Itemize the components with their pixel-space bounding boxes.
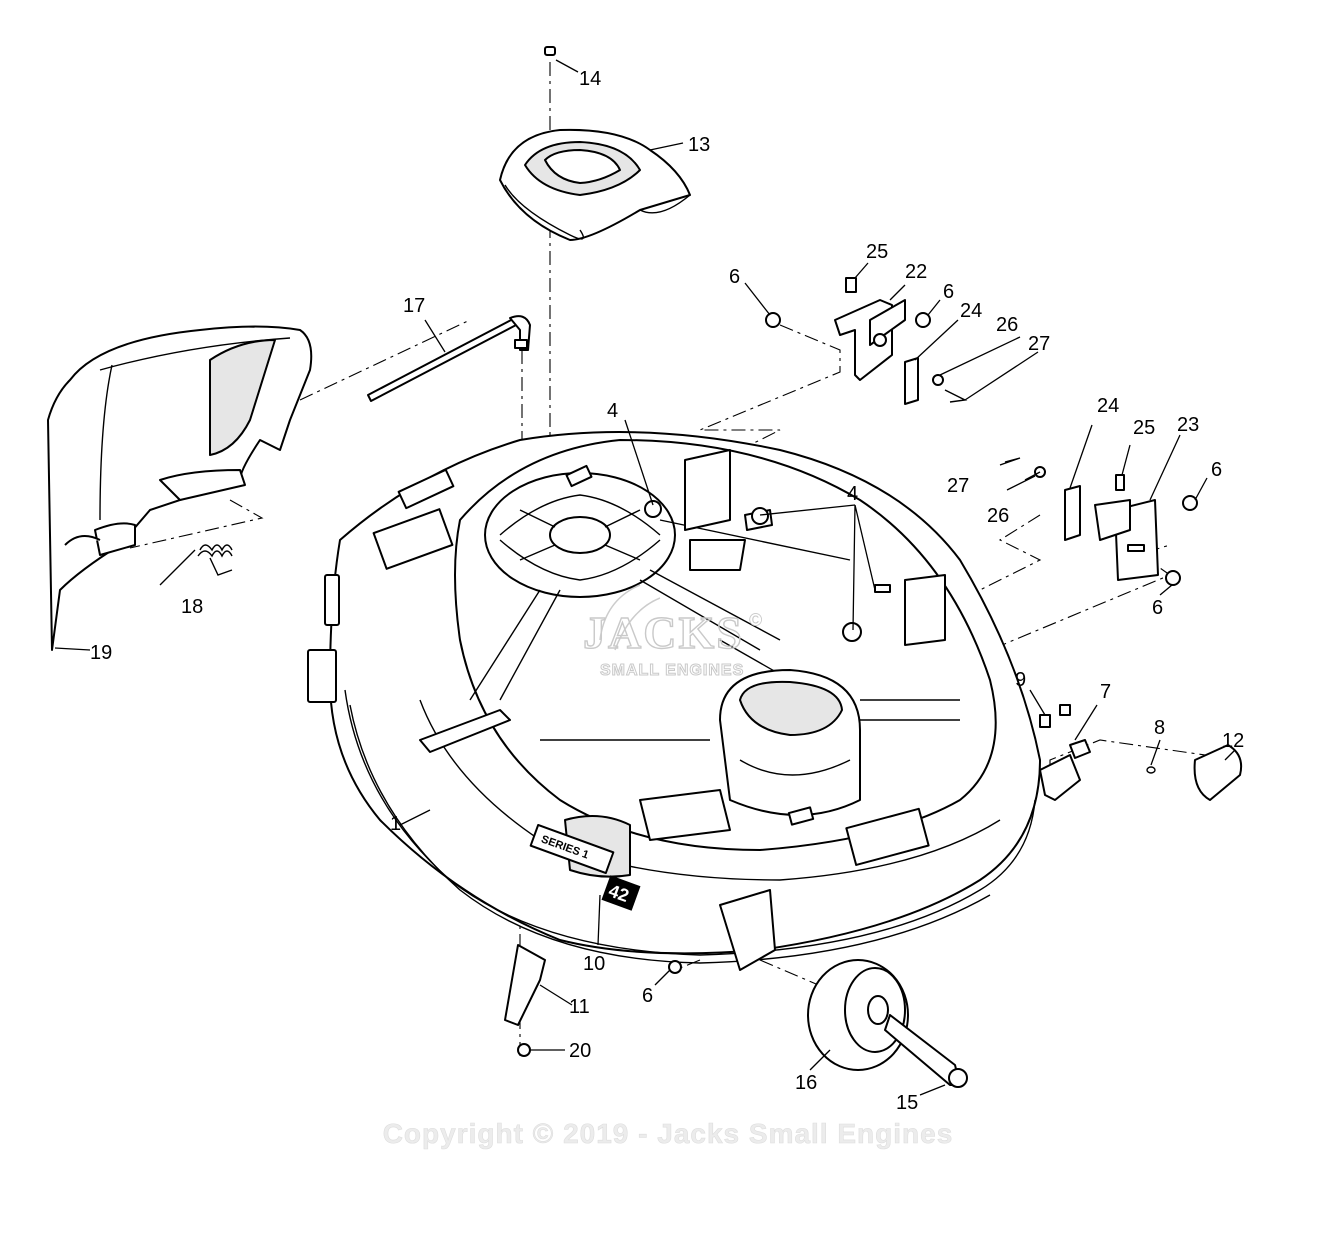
callout-26-b: 26: [987, 505, 1009, 527]
warning-decals: [372, 464, 930, 866]
callout-7: 7: [1100, 681, 1111, 703]
nut-6-front: [668, 960, 682, 974]
right-spindle-shroud: [719, 669, 861, 816]
callout-8: 8: [1154, 717, 1165, 739]
callout-24-a: 24: [960, 300, 982, 322]
callout-20: 20: [569, 1040, 591, 1062]
callout-19: 19: [90, 642, 112, 664]
callout-25-b: 25: [1133, 417, 1155, 439]
callout-27-b: 27: [947, 475, 969, 497]
chute-rod: [367, 315, 531, 402]
callout-26-a: 26: [996, 314, 1018, 336]
deck-series-label: SERIES 1 42: [529, 823, 641, 911]
callout-13: 13: [688, 134, 710, 156]
left-deck-hanger: [765, 277, 968, 405]
callout-11: 11: [569, 996, 590, 1018]
deck-wash-port: [1039, 704, 1243, 801]
callout-22: 22: [905, 261, 927, 283]
leader-lines: [54, 59, 1236, 1096]
watermark-flame-icon: [599, 584, 661, 651]
callout-6-d: 6: [1152, 597, 1163, 619]
callout-6-a: 6: [729, 266, 740, 288]
watermark-copyright-mark: ©: [749, 610, 762, 630]
callout-1: 1: [390, 813, 401, 835]
callout-23: 23: [1177, 414, 1199, 436]
callout-16: 16: [795, 1072, 817, 1094]
left-spindle-hub: [484, 472, 676, 598]
callout-27-a: 27: [1028, 333, 1050, 355]
gauge-wheel: [807, 959, 968, 1088]
mower-deck: SERIES 1 42: [307, 431, 1041, 971]
copyright-notice: Copyright © 2019 - Jacks Small Engines: [383, 1118, 954, 1149]
watermark: JACKS SMALL ENGINES ©: [582, 584, 762, 680]
callout-25-a: 25: [866, 241, 888, 263]
discharge-chute: [47, 325, 313, 651]
torsion-spring: [197, 544, 233, 576]
callout-12: 12: [1222, 730, 1244, 752]
callout-6-b: 6: [943, 281, 954, 303]
bolt-14: [544, 46, 556, 56]
right-deck-hanger: [999, 457, 1198, 586]
spindle-belt-cover: [499, 128, 691, 241]
front-bracket: [504, 944, 546, 1057]
watermark-subtitle: SMALL ENGINES: [600, 662, 744, 679]
callout-4-b: 4: [847, 483, 858, 505]
callout-9: 9: [1015, 669, 1026, 691]
deck-size-badge: [601, 875, 641, 911]
callout-4-a: 4: [607, 400, 618, 422]
callout-numbers: 1 4 4 6 6 6 6 6 7 8 9 10 11 12 13 14 15 …: [90, 68, 1244, 1114]
callout-17: 17: [403, 295, 425, 317]
callout-10: 10: [583, 953, 605, 975]
callout-18: 18: [181, 596, 203, 618]
callout-14: 14: [579, 68, 601, 90]
callout-6-e: 6: [642, 985, 653, 1007]
watermark-brand: JACKS: [583, 607, 744, 658]
callout-24-b: 24: [1097, 395, 1119, 417]
callout-6-c: 6: [1211, 459, 1222, 481]
callout-15: 15: [896, 1092, 918, 1114]
